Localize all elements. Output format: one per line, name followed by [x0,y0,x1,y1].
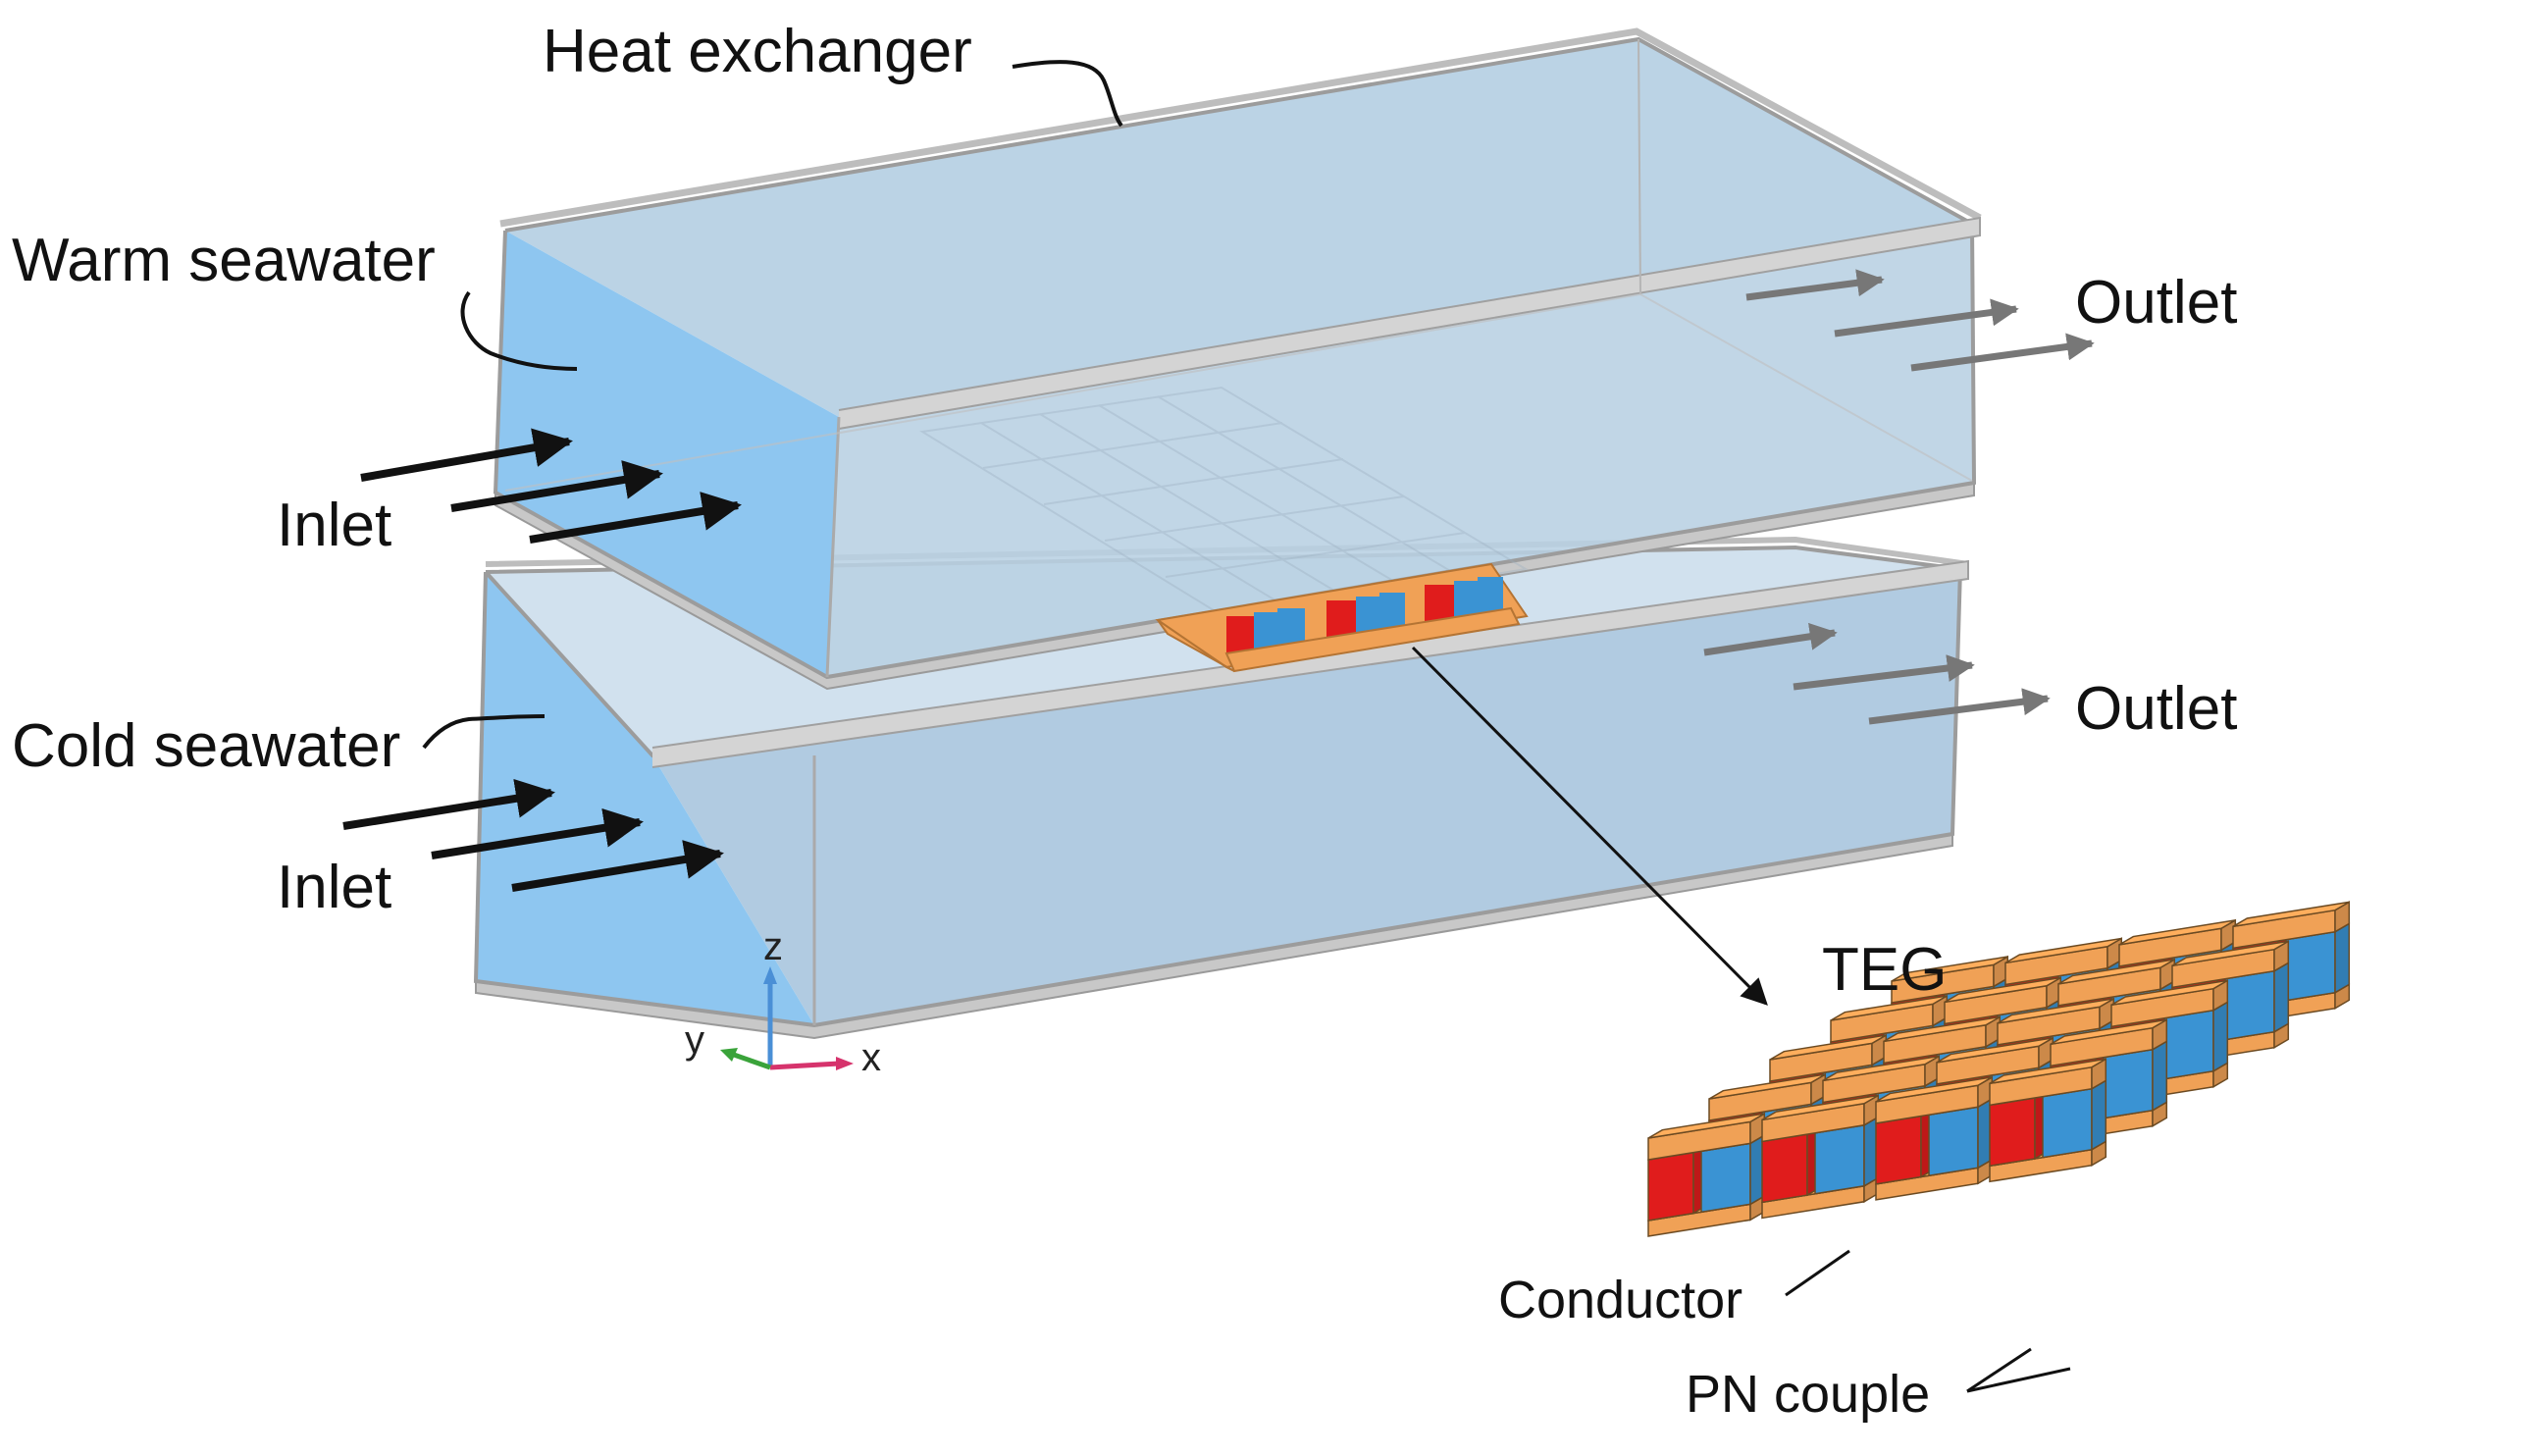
teg-top-conductor-r0c0-top [1647,1113,1765,1139]
axis-z-head [763,966,777,984]
teg-ghost-grid [919,386,1529,620]
teg-top-conductor-r1c1-top [1822,1055,1940,1082]
warm-channel [493,27,1982,691]
warm-channel-back-right [1639,293,1973,482]
axis-triad [720,966,854,1070]
outlet-label-warm: Outlet [2075,269,2238,337]
cold-channel-front-face [652,569,1960,1025]
teg-p-leg-r0c1-front [1761,1133,1808,1204]
pn-couple-leader-1 [1966,1347,2032,1393]
pn-couple-leader-2 [1966,1367,2071,1393]
warm-seawater-label: Warm seawater [12,227,436,294]
teg-n-leg-r1c3-front [2103,1048,2154,1119]
teg-module-inset [1155,562,1529,673]
teg-n-leg-r3c3-side [2273,962,2290,1033]
teg-callout-line [1411,646,1768,1006]
teg-label: TEG [1822,936,1948,1004]
inlet-arrows-cold [342,778,724,892]
outlet-arrows-cold [1703,622,2051,725]
cold-seawater-label: Cold seawater [12,712,401,780]
cold-channel-inlet-face [476,572,814,1025]
conductor-leader [1785,1249,1850,1297]
teg-top-conductor-r2c2-top [1997,998,2114,1024]
teg-detail [1647,901,2351,1237]
warm-channel-top-rim [499,27,1982,228]
outlet-label-cold: Outlet [2075,675,2238,743]
teg-top-conductor-r1c0-top [1708,1073,1826,1100]
inlet-label-cold: Inlet [277,854,392,921]
axis-x-arrow [769,1061,840,1070]
conductor-label: Conductor [1498,1271,1743,1329]
outlet-arrows-warm [1745,269,2095,372]
teg-top-conductor-r2c0-top [1769,1034,1887,1061]
warm-channel-back-bottom [504,293,1641,492]
teg-n-leg-r2c3-front [2163,1009,2214,1080]
teg-p-leg-r0c3-front [1989,1097,2036,1168]
cold-seawater-leader [422,714,546,750]
teg-n-leg-r0c2-front [1928,1106,1979,1177]
inlet-label-warm: Inlet [277,492,392,559]
inlet-arrows-warm [360,428,742,544]
teg-top-conductor-r0c1-top [1761,1094,1879,1121]
teg-n-leg-r0c0-front [1700,1142,1751,1214]
teg-n-leg-r1c3-side [2152,1040,2168,1112]
axis-z-label: z [763,925,783,968]
axis-x-label: x [861,1036,881,1079]
teg-top-conductor-r0c3-top [1989,1058,2106,1085]
teg-top-conductor-r3c2-top [2057,959,2175,985]
heat-exchanger-leader [1012,60,1123,128]
teg-p-leg-r0c2-front [1875,1115,1922,1185]
warm-channel-inlet-face [495,231,839,677]
teg-n-leg-r4c3-front [2285,930,2336,1002]
teg-n-leg-r3c3-front [2224,969,2275,1041]
teg-n-leg-r0c3-front [2042,1087,2093,1159]
teg-top-conductor-r2c1-top [1883,1015,2001,1043]
teg-top-conductor-r0c2-top [1875,1076,1993,1103]
axis-y-head [720,1048,738,1062]
pn-couple-label: PN couple [1686,1365,1931,1424]
warm-seawater-leader [460,290,578,371]
teg-top-conductor-r4c3-top [2232,901,2350,928]
teg-p-leg-r0c0-front [1647,1151,1694,1222]
warm-channel-front-edge [825,416,841,678]
teg-top-conductor-r2c3-top [2110,979,2228,1007]
teg-n-leg-r2c3-side [2212,1001,2229,1072]
teg-top-conductor-r4c0-top [1891,956,2008,982]
cold-channel-edges [473,545,1963,1028]
teg-top-conductor-r3c1-top [1944,976,2061,1004]
teg-n-leg-r0c3-side [2091,1079,2107,1151]
warm-channel-front-face [827,224,1974,677]
teg-n-leg-r0c1-front [1814,1123,1865,1195]
teg-top-conductor-r1c3-top [2050,1018,2167,1046]
teg-n-leg-r4c3-side [2334,922,2351,994]
axis-y-label: y [685,1018,704,1062]
axis-x-head [836,1057,854,1070]
heat-exchanger-label: Heat exchanger [543,18,972,85]
teg-top-conductor-r3c3-top [2171,940,2289,967]
teg-top-conductor-r3c0-top [1830,995,1948,1021]
axis-y-arrow [733,1052,771,1070]
teg-top-conductor-r4c2-top [2118,919,2236,946]
teg-top-conductor-r1c2-top [1936,1037,2054,1064]
teg-top-conductor-r4c1-top [2004,937,2122,964]
warm-channel-top-face [505,39,1972,417]
warm-channel-top-frame [838,216,1981,430]
warm-channel-back-edge [1638,38,1641,295]
